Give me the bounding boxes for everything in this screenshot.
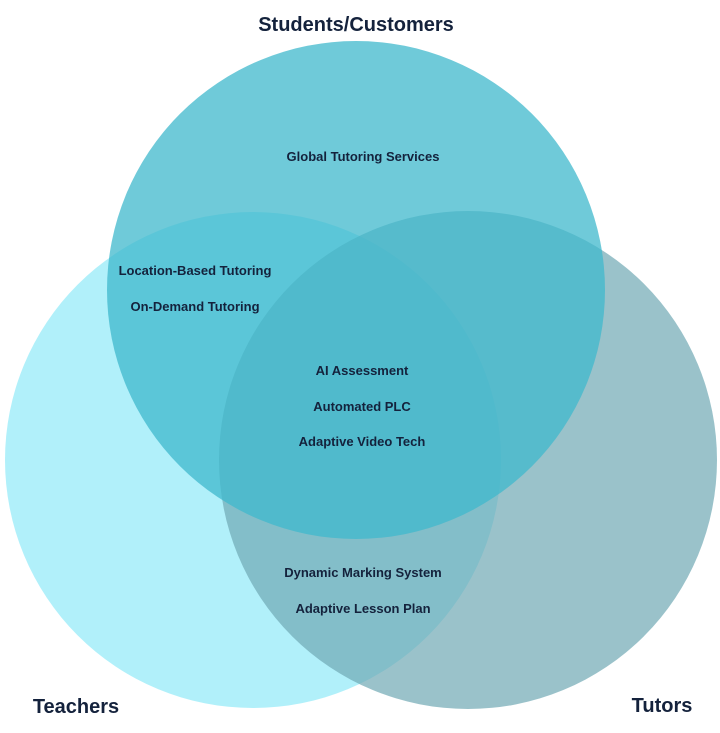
region-item-ai-assessment: AI Assessment <box>316 363 409 378</box>
students-label: Students/Customers <box>258 14 454 36</box>
region-item-on-demand: On-Demand Tutoring <box>130 299 259 314</box>
region-item-adaptive-lesson: Adaptive Lesson Plan <box>295 601 430 616</box>
region-item-automated-plc: Automated PLC <box>313 399 411 414</box>
region-item-dynamic-marking: Dynamic Marking System <box>284 565 442 580</box>
region-item-adaptive-video: Adaptive Video Tech <box>299 434 426 449</box>
region-item-global-tutoring: Global Tutoring Services <box>287 149 440 164</box>
students-circle <box>107 41 605 539</box>
region-item-location-based: Location-Based Tutoring <box>119 263 272 278</box>
teachers-label: Teachers <box>33 696 119 718</box>
tutors-label: Tutors <box>632 695 693 717</box>
